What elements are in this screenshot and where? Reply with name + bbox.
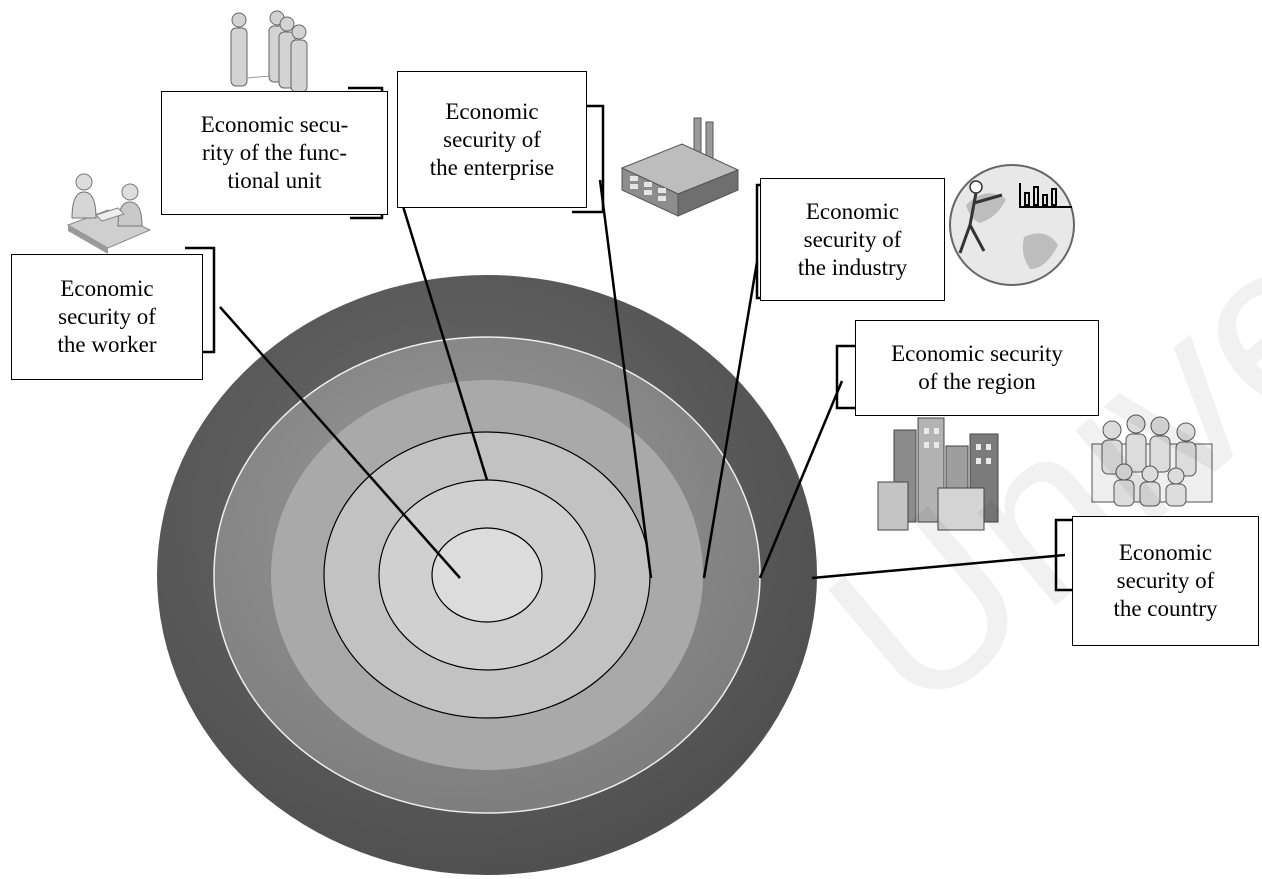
bracket-enterprise xyxy=(572,104,605,214)
connector-worker xyxy=(219,306,461,579)
label-region-text: Economic security of the region xyxy=(891,341,1063,394)
factory-icon xyxy=(620,117,740,217)
connector-functional-unit xyxy=(396,189,489,481)
label-functional-unit: Economic secu- rity of the func- tional … xyxy=(161,91,388,215)
label-functional-unit-text: Economic secu- rity of the func- tional … xyxy=(200,112,349,193)
rings xyxy=(157,275,817,875)
connector-industry xyxy=(702,261,759,579)
label-enterprise-text: Economic security of the enterprise xyxy=(429,98,555,180)
label-industry: Economic security of the industry xyxy=(760,178,945,301)
bracket-worker xyxy=(185,246,216,354)
people-group-icon xyxy=(230,10,308,93)
label-industry-text: Economic security of the industry xyxy=(797,198,908,280)
connector-lines xyxy=(219,179,1066,580)
label-region: Economic security of the region xyxy=(855,320,1099,416)
connector-enterprise xyxy=(598,179,653,579)
label-enterprise: Economic security of the enterprise xyxy=(397,71,587,208)
crowd-icon xyxy=(1091,414,1213,507)
ring-worker xyxy=(431,527,543,623)
meeting-people-icon xyxy=(66,173,152,254)
connector-country xyxy=(811,553,1066,580)
label-worker-text: Economic security of the worker xyxy=(57,276,157,357)
globe-chart-icon xyxy=(949,164,1075,286)
bracket-region xyxy=(835,344,855,410)
city-buildings-icon xyxy=(877,417,999,531)
connector-region xyxy=(758,380,844,579)
label-country: Economic security of the country xyxy=(1072,516,1259,646)
label-country-text: Economic security of the country xyxy=(1113,540,1218,621)
label-worker: Economic security of the worker xyxy=(11,254,203,380)
bracket-country xyxy=(1054,518,1075,592)
